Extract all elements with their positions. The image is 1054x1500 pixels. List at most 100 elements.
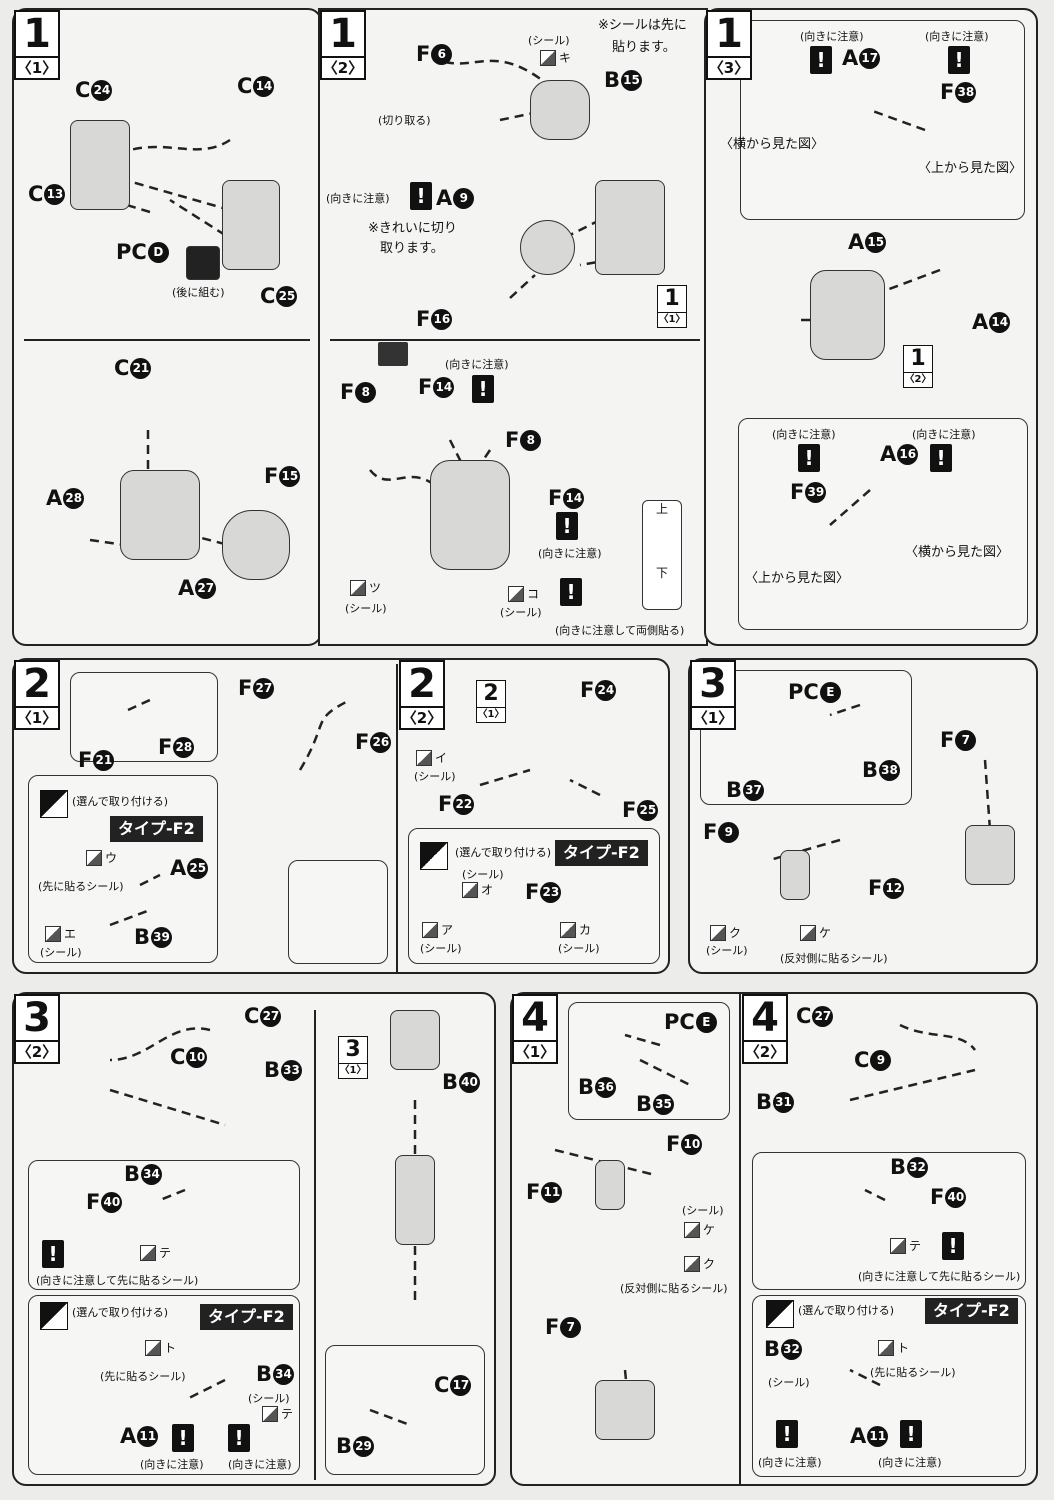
sticker-tsu: ツ <box>350 580 381 596</box>
step-badge: 2〈1〉 <box>14 660 60 730</box>
part-drawing <box>595 1380 655 1440</box>
note: (向きに注意して先に貼るシール) <box>858 1270 1021 1283</box>
detail-box <box>738 418 1028 630</box>
step-number: 1 <box>708 12 750 58</box>
step-badge: 1〈2〉 <box>320 10 366 80</box>
part-drawing <box>520 220 575 275</box>
sticker-o: オ <box>462 882 493 898</box>
part-drawing <box>780 850 810 900</box>
note: 〈横から見た図〉 <box>905 545 1010 560</box>
part-drawing <box>70 120 130 210</box>
sticker-ka: カ <box>560 922 591 938</box>
note: (シール) <box>345 602 387 615</box>
note: (後に組む) <box>172 286 225 299</box>
note: (向きに注意) <box>140 1458 204 1471</box>
step-number: 3 <box>692 662 734 708</box>
ref-number: 1 <box>658 286 686 313</box>
sticker-ke: ケ <box>800 925 831 941</box>
caution-icon: ! <box>942 1232 964 1260</box>
note: (先に貼るシール) <box>100 1370 186 1383</box>
step-reference: 1〈1〉 <box>657 285 687 328</box>
part-drawing <box>395 1155 435 1245</box>
note: 貼ります。 <box>612 40 676 55</box>
choose-option-icon <box>420 842 448 870</box>
ref-sub: 〈1〉 <box>339 1065 367 1076</box>
part-drawing <box>530 80 590 140</box>
step-badge: 3〈2〉 <box>14 994 60 1064</box>
note: (切り取る) <box>378 114 431 127</box>
step-reference: 1〈2〉 <box>903 345 933 388</box>
caution-icon: ! <box>930 444 952 472</box>
down-arrow-icon <box>378 342 408 366</box>
caution-icon: ! <box>948 46 970 74</box>
step-badge: 1〈1〉 <box>14 10 60 80</box>
sticker-ki: キ <box>540 50 571 66</box>
note: (反対側に貼るシール) <box>620 1282 728 1295</box>
note: (向きに注意) <box>758 1456 822 1469</box>
part-drawing <box>810 270 885 360</box>
note: 〈上から見た図〉 <box>745 571 850 586</box>
note: (向きに注意) <box>925 30 989 43</box>
note: (向きに注意) <box>878 1456 942 1469</box>
note: 〈上から見た図〉 <box>918 161 1023 176</box>
step-number: 1 <box>322 12 364 58</box>
step-number: 2 <box>16 662 58 708</box>
note: (選んで取り付ける) <box>72 1306 169 1319</box>
step-badge: 1〈3〉 <box>706 10 752 80</box>
step-sub: 〈1〉 <box>16 709 58 727</box>
note: (シール) <box>414 770 456 783</box>
note: (シール) <box>500 606 542 619</box>
up-down-indicator: 上下 <box>642 500 682 610</box>
caution-icon: ! <box>560 578 582 606</box>
choose-option-icon <box>766 1300 794 1328</box>
step-reference: 2〈1〉 <box>476 680 506 723</box>
step-sub: 〈2〉 <box>401 709 443 727</box>
note: (向きに注意) <box>912 428 976 441</box>
ref-sub: 〈1〉 <box>658 314 686 325</box>
caution-icon: ! <box>42 1240 64 1268</box>
note: (選んで取り付ける) <box>72 795 169 808</box>
note: (向きに注意して先に貼るシール) <box>36 1274 199 1287</box>
detail-box <box>740 20 1025 220</box>
sticker-ko: コ <box>508 586 539 602</box>
caution-icon: ! <box>900 1420 922 1448</box>
sticker-te: テ <box>262 1406 293 1422</box>
